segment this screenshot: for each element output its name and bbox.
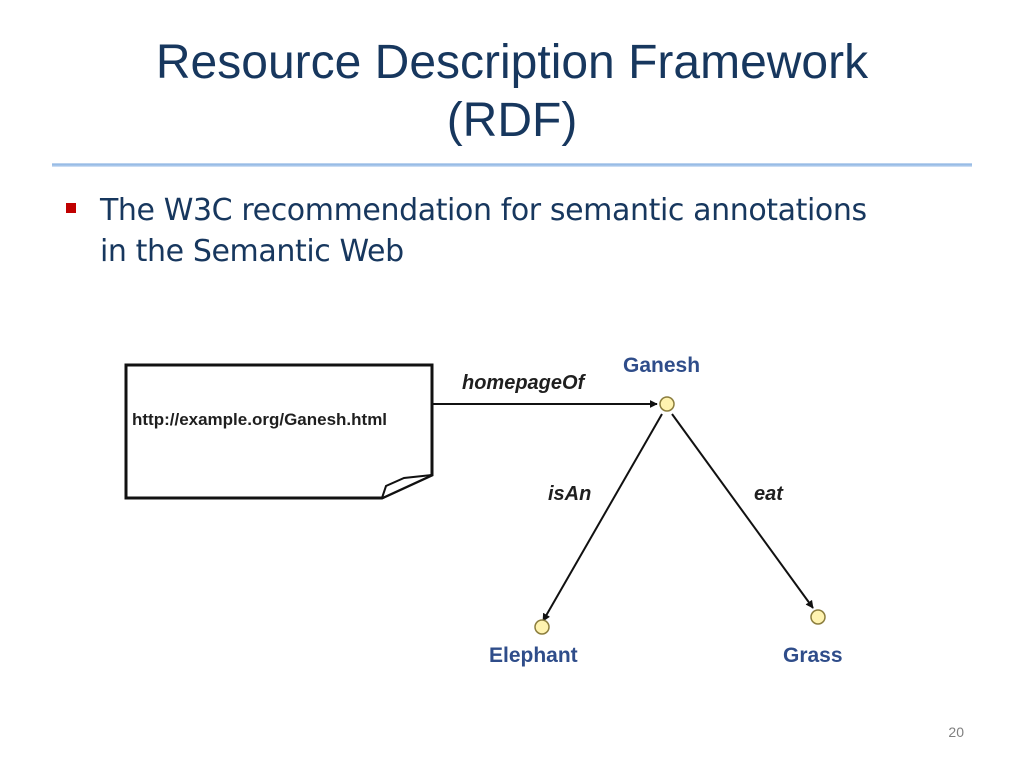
web-document-icon: [124, 363, 434, 500]
slide-title: Resource Description Framework (RDF): [40, 34, 984, 150]
bullet-text-line-2: in the Semantic Web: [100, 234, 404, 269]
edge-isan-line: [542, 413, 663, 622]
edge-eat-line: [671, 413, 814, 609]
node-ganesh-label: Ganesh: [623, 354, 700, 377]
bullet-text-line-1: The W3C recommendation for semantic anno…: [100, 193, 867, 228]
document-url: http://example.org/Ganesh.html: [132, 410, 387, 429]
bullet-item: The W3C recommendation for semantic anno…: [100, 190, 960, 272]
edge-homepage-label: homepageOf: [462, 372, 587, 394]
edge-eat-label: eat: [754, 483, 784, 505]
node-grass-marker: [810, 609, 826, 625]
slide-title-line-1: Resource Description Framework: [155, 36, 869, 89]
edge-isan-label: isAn: [548, 483, 591, 505]
slide-title-line-2: (RDF): [446, 94, 578, 147]
node-grass-label: Grass: [783, 644, 843, 667]
node-ganesh-marker: [659, 396, 675, 412]
node-elephant-marker: [534, 619, 550, 635]
page-number: 20: [948, 724, 964, 740]
square-bullet-icon: [66, 203, 76, 213]
title-divider: [52, 163, 972, 167]
node-elephant-label: Elephant: [489, 644, 578, 667]
